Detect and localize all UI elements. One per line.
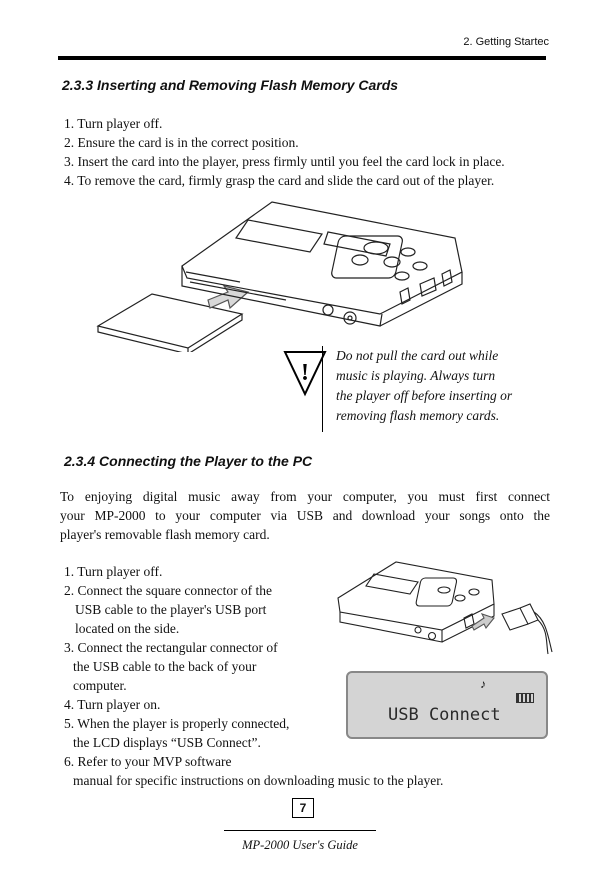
flash-card-icon xyxy=(96,293,244,352)
usb-cable-icon xyxy=(501,603,553,655)
footer-guide-title: MP-2000 User's Guide xyxy=(242,838,358,852)
warning-triangle-icon: ! xyxy=(283,351,327,397)
connect-steps-list: 1. Turn player off. 2. Connect the squar… xyxy=(64,562,534,790)
running-header: 2. Getting Startec xyxy=(463,36,549,48)
player-device-icon xyxy=(181,201,463,327)
insert-steps-list: 1. Turn player off. 2. Ensure the card i… xyxy=(64,114,554,190)
music-note-icon: ♪ xyxy=(480,677,486,691)
section-title-inserting-cards: 2.3.3 Inserting and Removing Flash Memor… xyxy=(62,77,399,93)
page-number: 7 xyxy=(292,798,314,818)
list-item: located on the side. xyxy=(75,621,180,636)
list-item: 3. Insert the card into the player, pres… xyxy=(64,154,505,169)
list-item: 6. Refer to your MVP software xyxy=(64,754,232,769)
player-card-illustration xyxy=(96,201,463,352)
section-title-connecting-pc: 2.3.4 Connecting the Player to the PC xyxy=(64,453,313,469)
list-item: the USB cable to the back of your xyxy=(73,659,257,674)
warning-text: Do not pull the card out while music is … xyxy=(336,348,513,423)
list-item: 2. Connect the square connector of the xyxy=(64,583,273,598)
list-item: 5. When the player is properly connected… xyxy=(64,716,290,731)
list-item: 1. Turn player off. xyxy=(64,564,163,579)
list-item: 3. Connect the rectangular connector of xyxy=(64,640,278,655)
list-item: 4. Turn player on. xyxy=(64,697,161,712)
lcd-display: ♪ USB Connect xyxy=(346,671,548,739)
list-item: 4. To remove the card, firmly grasp the … xyxy=(64,173,495,188)
player-usb-illustration xyxy=(337,561,553,655)
footer-rule xyxy=(224,830,376,831)
intro-paragraph: To enjoying digital music away from your… xyxy=(60,489,550,542)
player-device-icon xyxy=(337,561,495,643)
warning-divider xyxy=(322,346,323,432)
list-item: manual for specific instructions on down… xyxy=(73,773,444,788)
lcd-status-text: USB Connect xyxy=(388,705,501,725)
list-item: the LCD displays “USB Connect”. xyxy=(73,735,261,750)
battery-icon xyxy=(516,693,534,703)
list-item: 1. Turn player off. xyxy=(64,116,163,131)
list-item: USB cable to the player's USB port xyxy=(75,602,267,617)
list-item: computer. xyxy=(73,678,127,693)
list-item: 2. Ensure the card is in the correct pos… xyxy=(64,135,299,150)
header-rule xyxy=(58,56,546,60)
warning-exclamation: ! xyxy=(301,360,309,386)
connect-arrow-icon xyxy=(471,613,495,631)
